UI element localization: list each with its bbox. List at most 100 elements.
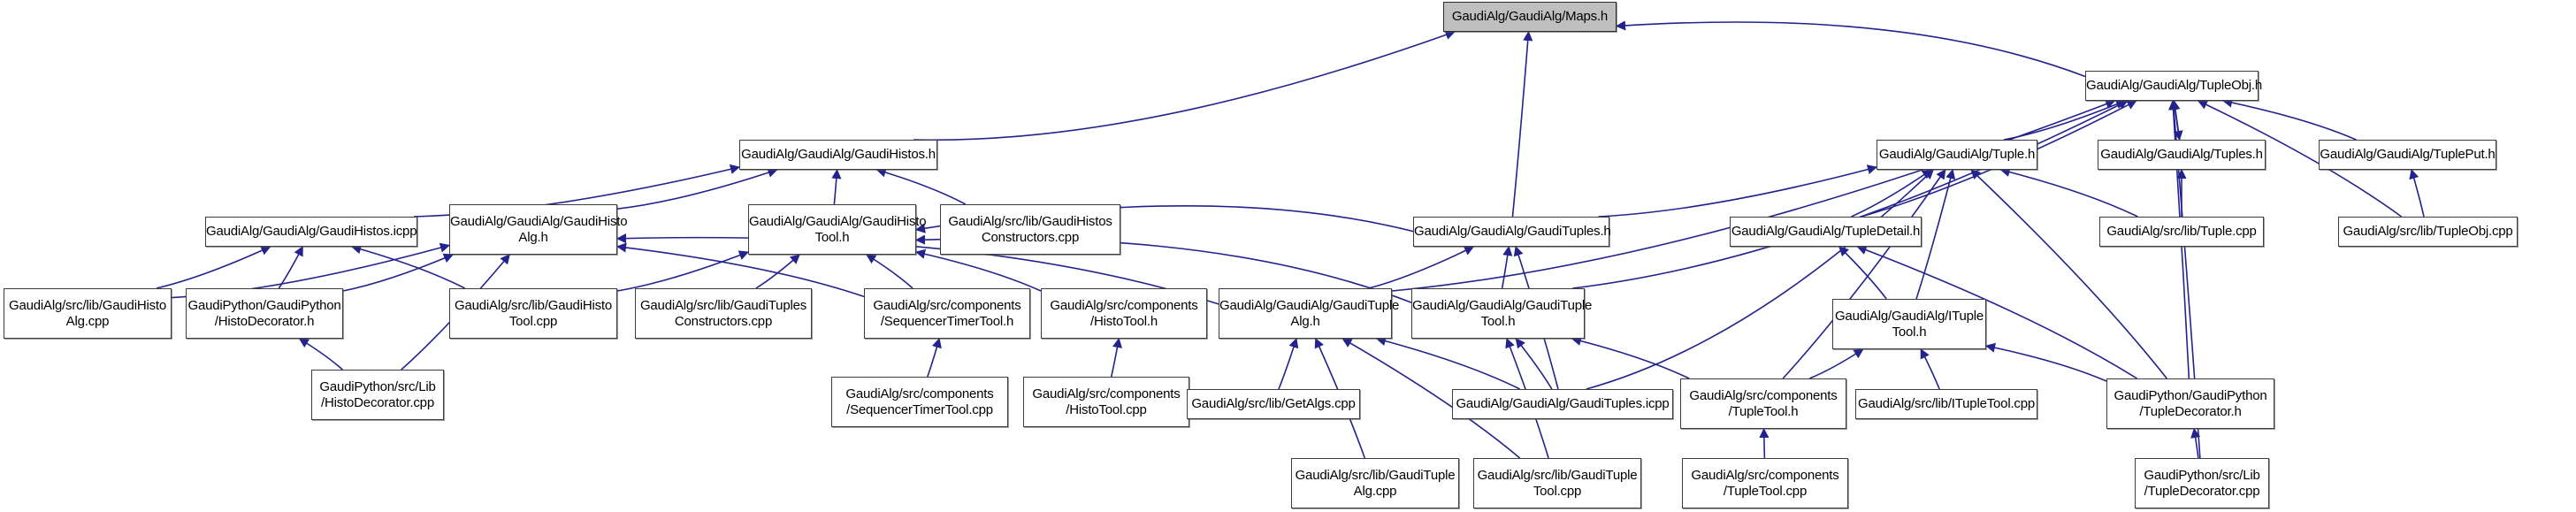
graph-edge-gauditupletool_h-to-gauditupleshdr [1501,245,1513,289]
graph-node-label: GaudiAlg/src/components /TupleTool.cpp [1691,468,1839,499]
graph-edge-gauditupletool_h-to-tupleobj [1572,100,2129,289]
graph-node-tuple_h[interactable]: GaudiAlg/GaudiAlg/Tuple.h [1877,140,2037,170]
graph-node-label: GaudiPython/GaudiPython /HistoDecorator.… [187,298,341,329]
graph-node-gauditupl_icpp[interactable]: GaudiAlg/GaudiAlg/GaudiTuples.icpp [1452,389,1673,419]
graph-edge-itupletool_h-to-tupledetail_h [1838,246,1887,300]
graph-edge-gauditupleal_h-to-tupleobj [1391,99,2116,292]
graph-edge-gauditupl_icpp-to-gauditupleal_h [1375,336,1521,390]
graph-edge-histotool_h-to-gaudihistotool_h [914,248,1042,292]
graph-node-histodecorator_h[interactable]: GaudiPython/GaudiPython /HistoDecorator.… [186,288,343,339]
graph-edge-tupledecorator_h-to-itupletool_h [1984,342,2107,382]
graph-node-histodecorator_cpp[interactable]: GaudiPython/src/Lib /HistoDecorator.cpp [311,370,444,420]
graph-node-label: GaudiAlg/src/components /TupleTool.h [1689,388,1838,419]
graph-node-label: GaudiAlg/GaudiAlg/Tuple.h [1878,147,2036,163]
graph-node-label: GaudiAlg/GaudiAlg/Maps.h [1451,9,1609,25]
graph-node-label: GaudiAlg/src/components /SequencerTimerT… [845,386,994,417]
graph-edge-gaudihistotool_h-to-gaudihistos_h [831,168,842,205]
graph-edge-tupledetail_h-to-tuple_h [1851,169,1932,218]
graph-edge-gaudihistoalg_cpp-to-gaudihistos_icpp [156,246,271,289]
graph-node-label: GaudiAlg/GaudiAlg/GaudiHisto Alg.h [450,214,628,245]
graph-node-label: GaudiAlg/GaudiAlg/TuplePut.h [2320,147,2496,163]
graph-node-label: GaudiPython/GaudiPython /TupleDecorator.… [2114,388,2267,419]
graph-node-label: GaudiAlg/GaudiAlg/GaudiHistos.icpp [206,224,417,240]
graph-edge-gaudihistotool_cpp-to-gaudihistotool_h [616,250,750,292]
graph-node-label: GaudiPython/src/Lib /HistoDecorator.cpp [319,379,436,410]
graph-node-label: GaudiPython/src/Lib /TupleDecorator.cpp [2144,468,2260,499]
graph-node-tupledecorator_cpp[interactable]: GaudiPython/src/Lib /TupleDecorator.cpp [2135,458,2269,508]
graph-edge-tupletool_h-to-itupletool_h [1808,348,1864,379]
graph-node-maps[interactable]: GaudiAlg/GaudiAlg/Maps.h [1443,2,1617,32]
graph-node-gaudihistoscon[interactable]: GaudiAlg/src/lib/GaudiHistos Constructor… [940,204,1120,255]
graph-edge-histodecorator_h-to-gaudihistos_icpp [278,246,303,289]
graph-edge-tupledecorator_h-to-tuple_h [1970,169,2167,379]
graph-edge-gauditupl_icpp-to-tuple_h [1586,169,1934,390]
graph-node-label: GaudiAlg/src/lib/ITupleTool.cpp [1857,396,2035,412]
graph-node-gauditupleseries[interactable]: GaudiAlg/src/lib/GaudiTuples Constructor… [635,288,812,339]
graph-node-label: GaudiAlg/src/components /HistoTool.h [1050,298,1198,329]
graph-edge-getalgs_cpp-to-gauditupleal_h [1278,337,1299,390]
graph-node-gaudihistos_icpp[interactable]: GaudiAlg/GaudiAlg/GaudiHistos.icpp [205,217,417,247]
graph-node-itupletool_cpp[interactable]: GaudiAlg/src/lib/ITupleTool.cpp [1855,389,2037,419]
graph-node-tuple_cpp[interactable]: GaudiAlg/src/lib/Tuple.cpp [2099,217,2264,247]
graph-node-label: GaudiAlg/GaudiAlg/TupleObj.h [2086,78,2262,94]
graph-edge-tupletool_cpp-to-tupletool_h [1759,427,1770,459]
graph-node-tupledetail_h[interactable]: GaudiAlg/GaudiAlg/TupleDetail.h [1730,217,1922,247]
graph-node-gaudihistotool_cpp[interactable]: GaudiAlg/src/lib/GaudiHisto Tool.cpp [449,288,617,339]
graph-edge-itupletool_cpp-to-itupletool_h [1920,348,1940,390]
graph-node-tupletool_h[interactable]: GaudiAlg/src/components /TupleTool.h [1680,378,1846,429]
graph-node-gauditupleal_h[interactable]: GaudiAlg/GaudiAlg/GaudiTuple Alg.h [1219,288,1399,339]
graph-node-label: GaudiAlg/src/lib/GaudiTuple Tool.cpp [1477,468,1638,499]
graph-edge-gauditupl_icpp-to-gauditupletool_h [1515,338,1553,390]
graph-edge-gaudihistoalg_h-to-gaudihistos_h [616,167,778,210]
graph-node-label: GaudiAlg/GaudiAlg/GaudiTuples.h [1414,224,1611,240]
graph-node-gaudihistos_h[interactable]: GaudiAlg/GaudiAlg/GaudiHistos.h [739,140,937,170]
graph-node-label: GaudiAlg/src/lib/Tuple.cpp [2106,224,2257,240]
graph-edge-tupleobj_cpp-to-tupleput_h [2409,168,2425,218]
graph-edge-tuple_cpp-to-tuple_h [1999,167,2138,218]
graph-node-tupleobj[interactable]: GaudiAlg/GaudiAlg/TupleObj.h [2085,71,2262,101]
graph-edge-tupleobj-to-maps [1615,20,2086,78]
graph-edge-tupledecorator_cpp-to-tupledecorator_h [2190,427,2201,459]
graph-node-gauditupletool_h[interactable]: GaudiAlg/GaudiAlg/GaudiTuple Tool.h [1411,288,1593,339]
graph-edge-tupleobj-to-tuples_h [2173,100,2183,141]
graph-edge-gauditupleseries-to-gaudihistotool_h [755,254,800,289]
graph-node-tupledecorator_h[interactable]: GaudiPython/GaudiPython /TupleDecorator.… [2106,378,2274,429]
graph-node-label: GaudiAlg/src/components /SequencerTimerT… [873,298,1021,329]
graph-node-label: GaudiAlg/GaudiAlg/GaudiTuple Tool.h [1412,298,1593,329]
graph-node-gauditupletool_cpp[interactable]: GaudiAlg/src/lib/GaudiTuple Tool.cpp [1473,458,1641,508]
graph-node-label: GaudiAlg/GaudiAlg/GaudiTuples.icpp [1456,396,1670,412]
graph-node-label: GaudiAlg/GaudiAlg/ITuple Tool.h [1834,309,1984,340]
graph-node-itupletool_h[interactable]: GaudiAlg/GaudiAlg/ITuple Tool.h [1832,299,1986,349]
graph-node-histotool_h[interactable]: GaudiAlg/src/components /HistoTool.h [1041,288,1207,339]
graph-node-sequencertimer_cpp[interactable]: GaudiAlg/src/components /SequencerTimerT… [831,377,1008,427]
graph-edge-gauditupleshdr-to-tuple_h [1598,164,1878,218]
graph-edge-gaudihistotool_cpp-to-gaudihistos_icpp [351,244,466,289]
graph-node-label: GaudiAlg/src/lib/GetAlgs.cpp [1191,396,1356,412]
graph-node-label: GaudiAlg/src/lib/GaudiTuple Alg.cpp [1295,468,1456,499]
graph-node-gaudihistoalg_cpp[interactable]: GaudiAlg/src/lib/GaudiHisto Alg.cpp [4,288,172,339]
graph-node-gaudihistotool_h[interactable]: GaudiAlg/GaudiAlg/GaudiHisto Tool.h [748,204,927,255]
graph-node-gauditupleshdr[interactable]: GaudiAlg/GaudiAlg/GaudiTuples.h [1413,217,1611,247]
graph-edge-gauditupleal_h-to-gauditupleshdr [1368,246,1475,289]
graph-edge-histotool_cpp-to-histotool_h [1110,337,1122,378]
graph-node-tupleput_h[interactable]: GaudiAlg/GaudiAlg/TuplePut.h [2319,140,2496,170]
graph-node-histotool_cpp[interactable]: GaudiAlg/src/components /HistoTool.cpp [1023,377,1189,427]
graph-node-label: GaudiAlg/src/lib/GaudiHisto Tool.cpp [454,298,612,329]
graph-edge-itupletool_h-to-tuple_h [1915,168,1956,300]
graph-edge-tupleput_h-to-tupleobj [2221,97,2357,141]
graph-edge-sequencertimer_cpp-to-sequencertimer_h [927,337,942,378]
graph-node-label: GaudiAlg/GaudiAlg/TupleDetail.h [1731,224,1921,240]
graph-node-tuples_h[interactable]: GaudiAlg/GaudiAlg/Tuples.h [2098,140,2266,170]
graph-edge-histodecorator_cpp-to-histodecorator_h [298,338,343,371]
graph-edge-tupletool_h-to-gauditupletool_h [1571,336,1690,379]
graph-node-gaudihistoalg_h[interactable]: GaudiAlg/GaudiAlg/GaudiHisto Alg.h [449,204,628,255]
graph-node-gauditupleal_cpp[interactable]: GaudiAlg/src/lib/GaudiTuple Alg.cpp [1291,458,1459,508]
graph-node-label: GaudiAlg/GaudiAlg/Tuples.h [2100,147,2263,163]
graph-node-label: GaudiAlg/GaudiAlg/GaudiHisto Tool.h [749,214,927,245]
graph-edge-gauditupleshdr-to-maps [1511,30,1533,218]
graph-node-sequencertimer_h[interactable]: GaudiAlg/src/components /SequencerTimerT… [864,288,1030,339]
graph-node-tupleobj_cpp[interactable]: GaudiAlg/src/lib/TupleObj.cpp [2338,217,2518,247]
graph-node-getalgs_cpp[interactable]: GaudiAlg/src/lib/GetAlgs.cpp [1187,389,1360,419]
graph-node-tupletool_cpp[interactable]: GaudiAlg/src/components /TupleTool.cpp [1682,458,1848,508]
graph-edge-gaudihistos_h-to-maps [913,30,1456,141]
